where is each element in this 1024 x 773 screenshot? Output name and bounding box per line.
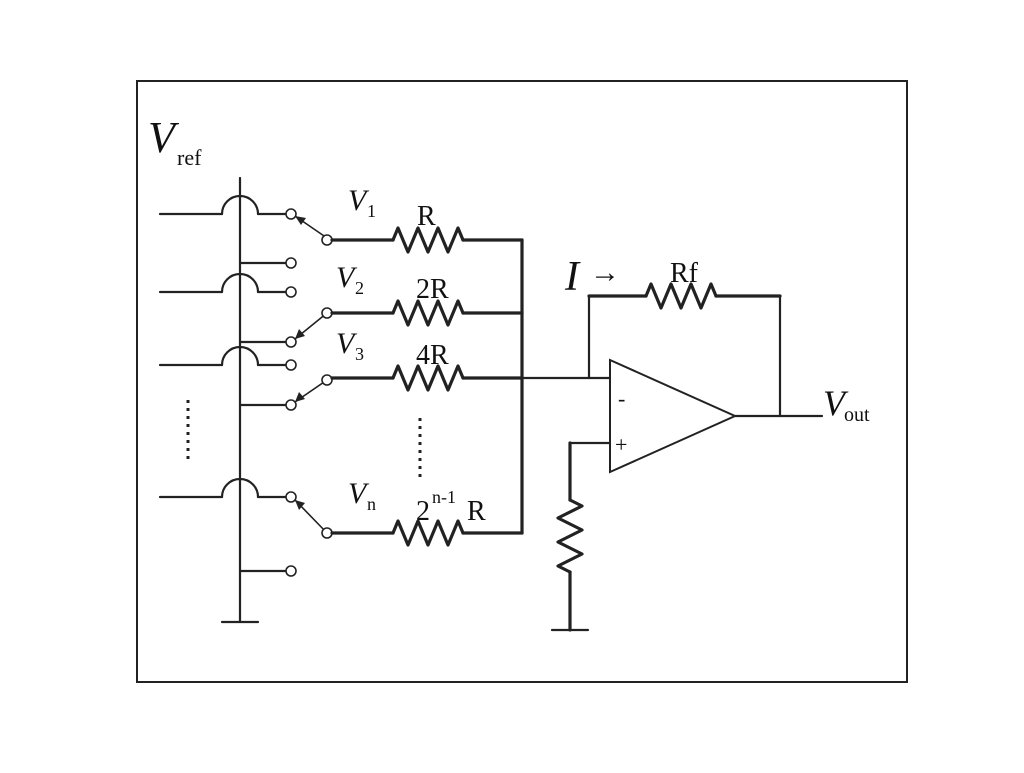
feedback-resistor-label: Rf [670,258,699,289]
vref-label-main: V [148,113,180,162]
resistor-label-2n1r-base: 2 [416,496,430,527]
vout-label-sub: out [844,404,870,426]
current-label: I [564,254,581,300]
vref-label-sub: ref [177,145,202,170]
switch-row-1 [158,194,524,269]
input-label-v2-sub: 2 [355,278,364,298]
current-arrow-icon: → [590,256,620,289]
input-label-v2-main: V [336,261,358,294]
vout-label-main: V [823,383,849,423]
input-label-v1-sub: 1 [367,201,376,221]
plus-input-resistor [550,441,612,632]
resistor-label-2r: 2R [416,274,449,305]
input-label-v1-main: V [348,184,370,217]
opamp-minus-label: - [618,386,625,411]
input-label-vn-main: V [348,477,370,510]
switch-row-2 [158,272,524,348]
resistor-label-2n1r-sup: n-1 [432,487,456,507]
switch-row-n [158,477,524,577]
resistor-label-r: R [417,201,436,232]
input-label-v3-sub: 3 [355,344,364,364]
opamp-plus-label: + [615,432,627,457]
input-label-v3-main: V [336,327,358,360]
switch-row-3 [158,345,524,411]
resistor-label-2n1r-tail: R [467,496,486,527]
diagram-border [136,80,908,683]
feedback-path [587,282,782,418]
resistor-label-4r: 4R [416,340,449,371]
opamp-triangle-icon [609,358,738,474]
input-label-vn-sub: n [367,494,376,514]
